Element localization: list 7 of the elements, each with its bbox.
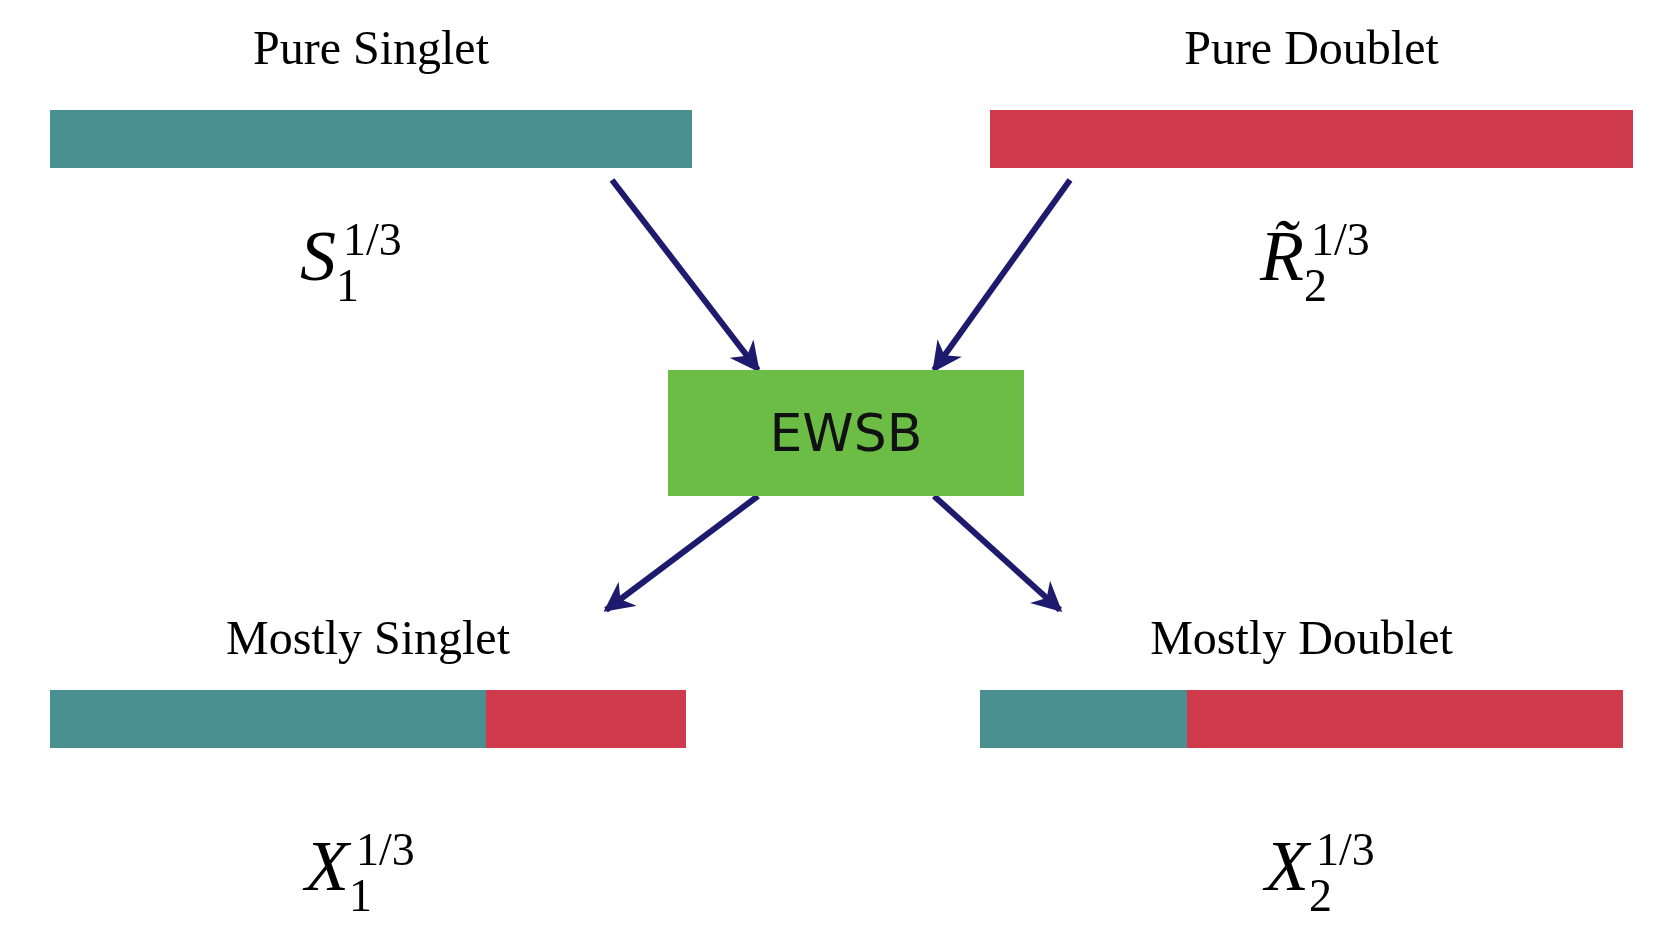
bar-heading: Pure Doublet: [1184, 20, 1439, 76]
bar-heading: Mostly Doublet: [1150, 610, 1453, 666]
bar-heading: Mostly Singlet: [225, 610, 510, 666]
arrow: [931, 178, 1073, 373]
bar-heading: Pure Singlet: [253, 20, 489, 76]
arrow: [609, 178, 761, 373]
process-box: EWSB: [668, 370, 1024, 496]
